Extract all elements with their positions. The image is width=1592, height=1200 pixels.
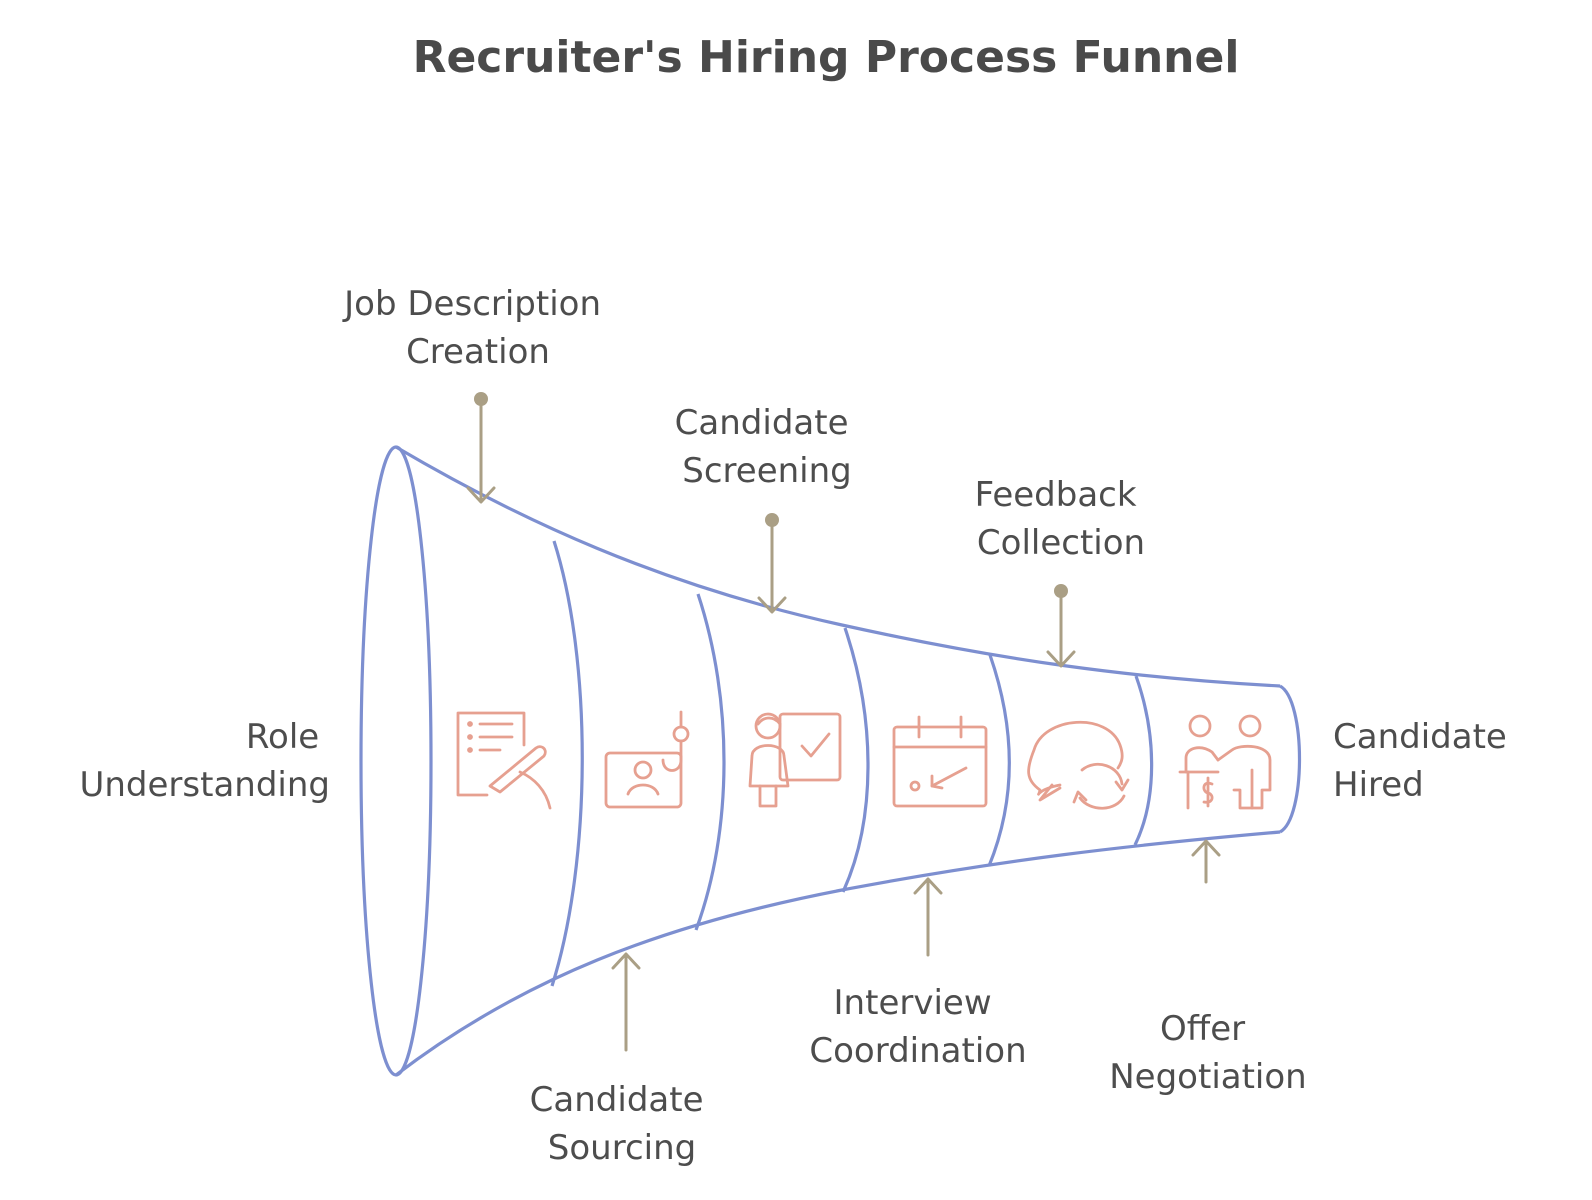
pointer-arrow-offer: [1191, 839, 1221, 884]
label-line: Job Description: [342, 284, 601, 324]
label-line: Interview: [834, 983, 992, 1023]
diagram-title: Recruiter's Hiring Process Funnel: [413, 32, 1240, 83]
label-offer-negotiation: Offer Negotiation: [1109, 1009, 1306, 1097]
label-feedback-collection: Feedback Collection: [975, 475, 1148, 563]
label-line: Hired: [1333, 765, 1424, 805]
label-line: Creation: [406, 332, 550, 372]
label-candidate-hired: Candidate Hired: [1333, 717, 1518, 805]
pointer-arrow-feedback: [1046, 584, 1076, 668]
pointer-arrow-job-description: [466, 392, 496, 504]
label-line: Offer: [1160, 1009, 1245, 1049]
funnel-shape: [359, 445, 1302, 1077]
label-candidate-screening: Candidate Screening: [675, 403, 860, 491]
segment-divider-1: [550, 540, 584, 987]
segment-divider-2: [694, 593, 726, 931]
label-line: Candidate: [1333, 717, 1507, 757]
label-line: Role: [246, 717, 319, 757]
pointer-arrow-screening: [757, 513, 787, 614]
candidate-hook-icon: [604, 710, 690, 809]
pointer-arrow-sourcing: [611, 952, 641, 1052]
label-line: Coordination: [809, 1031, 1026, 1071]
offer-handshake-icon: [1178, 714, 1272, 810]
label-role-understanding: Role Understanding: [79, 717, 330, 805]
funnel-end-cap: [1279, 684, 1302, 834]
label-line: Collection: [977, 523, 1145, 563]
pointer-arrow-interview: [913, 877, 943, 957]
funnel-bottom-edge: [395, 830, 1281, 1077]
segment-divider-5: [1133, 675, 1154, 846]
label-interview-coordination: Interview Coordination: [809, 983, 1026, 1071]
document-pen-icon: [456, 711, 552, 810]
label-job-description: Job Description Creation: [342, 284, 612, 372]
label-line: Feedback: [975, 475, 1137, 515]
segment-divider-4: [987, 654, 1011, 867]
label-line: Candidate: [530, 1080, 704, 1120]
label-line: Understanding: [79, 765, 330, 805]
label-line: Candidate: [675, 403, 849, 443]
label-line: Screening: [682, 451, 851, 491]
presenter-check-icon: [748, 712, 842, 808]
funnel-top-edge: [395, 445, 1281, 688]
funnel-mouth: [359, 445, 433, 1077]
label-line: Negotiation: [1109, 1057, 1306, 1097]
calendar-icon: [892, 715, 988, 808]
label-line: Sourcing: [548, 1128, 696, 1168]
chat-refresh-icon: [1027, 720, 1130, 810]
segment-divider-3: [841, 627, 870, 893]
label-candidate-sourcing: Candidate Sourcing: [530, 1080, 715, 1168]
